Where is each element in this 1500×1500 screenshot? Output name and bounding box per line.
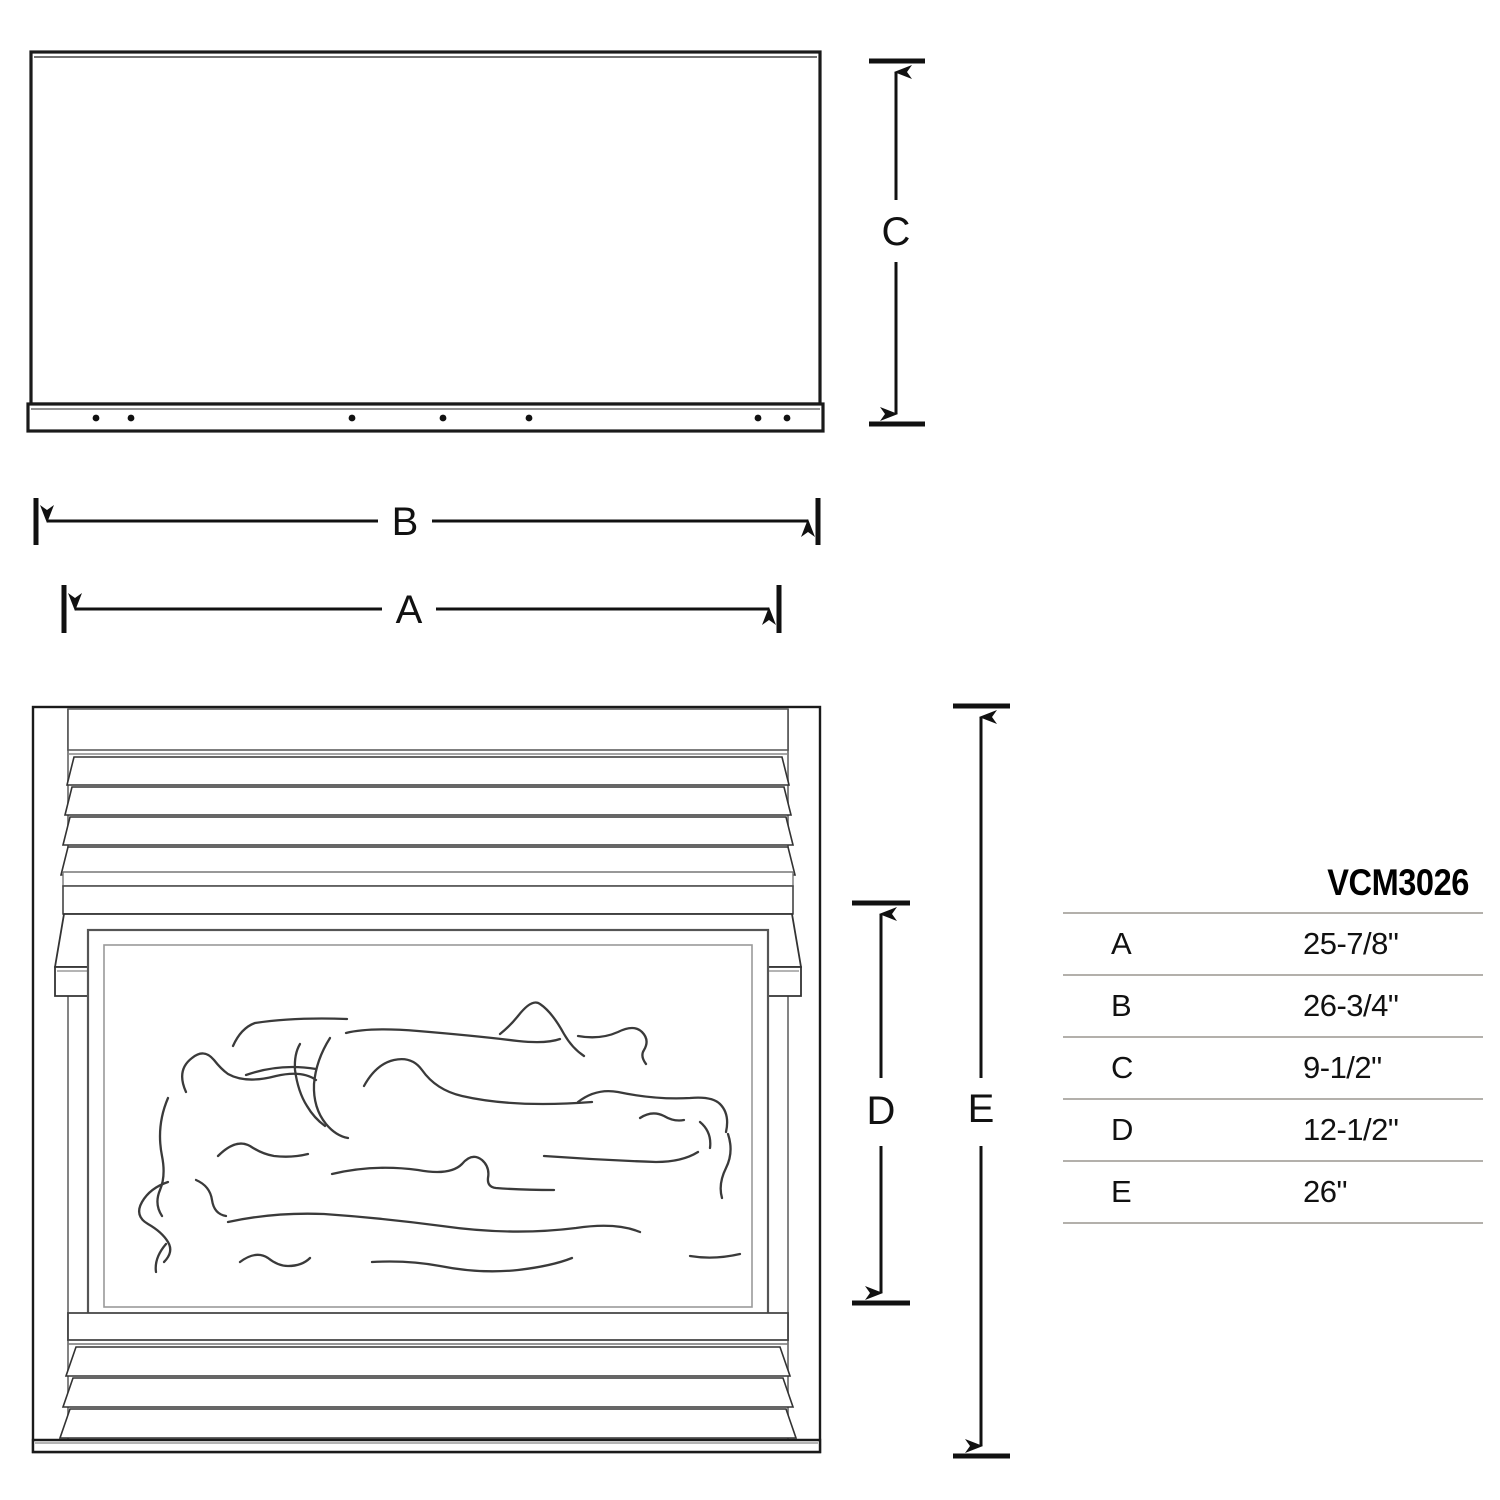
spec-rule-right [1291, 1222, 1483, 1285]
table-row: C 9-1/2" [1063, 1036, 1483, 1099]
spec-value: 26-3/4" [1291, 974, 1483, 1037]
spec-value: 12-1/2" [1291, 1098, 1483, 1161]
mounting-holes [92, 414, 791, 422]
dimension-a: A [61, 585, 782, 633]
dimension-label-c: C [882, 210, 911, 254]
dimension-label-b: B [392, 500, 419, 544]
firebox-opening [86, 928, 770, 1322]
dimension-label-e: E [968, 1087, 995, 1131]
table-row: D 12-1/2" [1063, 1098, 1483, 1161]
log-set-illustration [137, 1001, 742, 1274]
dimension-label-a: A [396, 588, 423, 632]
spec-key: D [1063, 1098, 1291, 1161]
dimension-label-d: D [867, 1089, 896, 1133]
spec-table-grid: A 25-7/8" B 26-3/4" C 9-1/2" D 12-1/2" E [1063, 912, 1483, 1285]
spec-key: E [1063, 1160, 1291, 1223]
dimension-e: E [953, 703, 1010, 1459]
spec-value: 26" [1291, 1160, 1483, 1223]
dimension-c: C [869, 58, 925, 427]
spec-key: A [1063, 912, 1291, 975]
spec-table-header: VCM3026 [1327, 862, 1469, 903]
fireplace-front-view [31, 705, 822, 1454]
bottom-louver-assembly [31, 1312, 822, 1454]
dimension-b: B [33, 498, 821, 545]
spec-key: B [1063, 974, 1291, 1037]
spec-rule-left [1063, 1222, 1291, 1285]
table-row: B 26-3/4" [1063, 974, 1483, 1037]
spec-table: VCM3026 A 25-7/8" B 26-3/4" C 9-1/2" D 1… [1063, 862, 1483, 1285]
table-row: A 25-7/8" [1063, 912, 1483, 975]
table-row: E 26" [1063, 1160, 1483, 1223]
dimension-d: D [852, 900, 910, 1306]
spec-value: 25-7/8" [1291, 912, 1483, 975]
table-bottom-rule [1063, 1222, 1483, 1285]
spec-key: C [1063, 1036, 1291, 1099]
top-hood-view [26, 50, 825, 433]
spec-value: 9-1/2" [1291, 1036, 1483, 1099]
